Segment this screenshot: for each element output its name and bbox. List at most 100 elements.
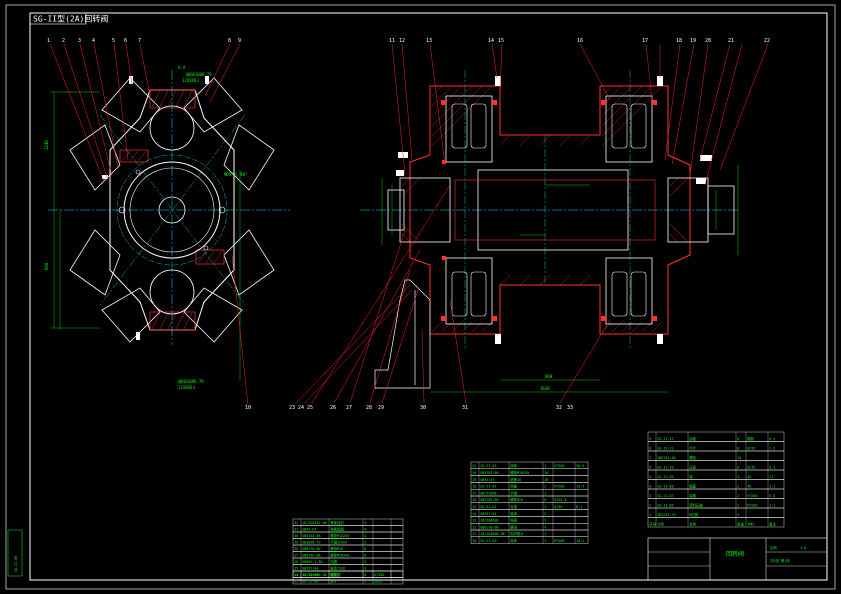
bom-mid-cell: 毡圈 [510, 518, 517, 523]
title-block-sheet: 共1张 第1张 [770, 558, 790, 563]
bom-left-cell: 25 [294, 566, 298, 570]
bom-right-cell: 刮板 [689, 436, 696, 441]
note-bottom-2: 12X8X63 [178, 385, 195, 390]
bom-mid-cell: 1 [544, 491, 546, 495]
bom-right-cell: 21 [769, 475, 773, 479]
bom-right-cell: 8 [649, 446, 651, 450]
bom-right-cell: SG-II-08 [657, 484, 673, 488]
bom-right-cell: 2 [737, 494, 739, 498]
bom-mid-cell: 侧盖 [510, 484, 517, 489]
bom-right-h-cell: 代号 [657, 521, 664, 526]
bom-right-cell: SG-II-09 [657, 475, 673, 479]
bom-right-cell: SG-II-07 [657, 494, 673, 498]
svg-text:6: 6 [124, 38, 127, 44]
bom-right-h-cell: 序号 [649, 521, 656, 526]
bom-right-cell: 填料压盖 [689, 502, 703, 507]
bom-mid-cell: JB/ZQ4606 [480, 519, 498, 523]
bom-mid-cell: 12 [472, 525, 476, 529]
bom-right-cell: 7 [649, 456, 651, 460]
svg-text:11: 11 [389, 38, 395, 44]
bom-left-b-cell: 转子 [330, 578, 337, 583]
bom-mid-cell: 16 [544, 478, 548, 482]
bom-mid-cell: SG-II-02 [480, 485, 496, 489]
bom-mid-cell: SG-II-03 [480, 464, 496, 468]
bom-left-cell: 1 [364, 521, 366, 525]
svg-text:30: 30 [420, 405, 426, 411]
bom-left-cell: 4 [364, 534, 366, 538]
bom-left-cell: 2 [364, 566, 366, 570]
bom-right-cell: HT200 [747, 503, 757, 507]
table-row [292, 577, 404, 585]
bom-left-cell: 螺母M16 [330, 546, 343, 551]
bom-right-cell: SG-II-06 [657, 503, 673, 507]
outer-border [5, 4, 836, 590]
bom-left-b-cell: JB/ZQ4606-86 [302, 573, 327, 577]
bom-mid-cell: GB5782-86 [480, 498, 498, 502]
bom-mid-cell: 1 [544, 505, 546, 509]
bom-right-cell: 45 [747, 484, 751, 488]
bom-mid-cell: 18 [472, 485, 476, 489]
bom-mid-cell: 16 [544, 471, 548, 475]
bom-mid-b-cell: HT200 [554, 539, 564, 543]
svg-text:17: 17 [642, 38, 648, 44]
bom-mid-b-cell: 密封垫片 [510, 531, 524, 536]
bom-right-cell: 3 [649, 494, 651, 498]
bom-left-cell: 29 [294, 540, 298, 544]
bom-right-cell: SG-II-10 [657, 465, 673, 469]
bom-left-b-cell: 1 [364, 579, 366, 583]
bom-right-cell: 8 [737, 465, 739, 469]
bom-mid-b-cell: 壳体 [510, 538, 517, 543]
bom-mid-b-cell: 10 [472, 539, 476, 543]
bom-left-cell: GB5783-86 [302, 534, 320, 538]
svg-text:2: 2 [62, 38, 65, 44]
bom-mid-cell: 螺栓M10X30 [510, 470, 529, 475]
bom-mid-b-cell: 1 [544, 532, 546, 536]
bom-mid-cell: 2 [544, 512, 546, 516]
bom-left-b-cell: ZG35 [374, 579, 382, 583]
bom-mid-cell: 支架 [510, 504, 517, 509]
svg-text:5: 5 [112, 38, 115, 44]
bom-mid-cell: 20 [472, 471, 476, 475]
bom-mid-cell: 2 [544, 519, 546, 523]
svg-text:15: 15 [498, 38, 504, 44]
bom-mid-cell: GB5783-86 [480, 471, 498, 475]
svg-text:19: 19 [690, 38, 696, 44]
bom-left-cell: 32 [294, 521, 298, 525]
bom-right-cell: 0.5 [769, 437, 775, 441]
bom-right-h-cell: 名称 [689, 521, 696, 526]
bom-left-cell: 端盖 [330, 572, 337, 577]
bom-left-b-cell: 密封圈 [330, 572, 341, 577]
bom-right-cell: 5 [649, 475, 651, 479]
bom-mid-cell: 平键 [510, 490, 517, 495]
bom-mid-cell: HT200 [554, 485, 564, 489]
bom-left-cell: 螺栓M12X35 [330, 533, 349, 538]
dim-inner: 860 [545, 374, 553, 379]
note-top-label: A-A [178, 65, 186, 70]
bom-right-cell: 1.2 [769, 503, 775, 507]
bom-left-cell: GB894.1-86 [302, 560, 322, 564]
bom-mid-cell: 21 [472, 464, 476, 468]
bom-left-b-cell: 2 [364, 573, 366, 577]
title-block-scale-label: 比例 [770, 545, 777, 550]
bom-right-cell: 1 [737, 475, 739, 479]
side-stamp: SG-II-00 [7, 529, 23, 577]
bom-left-cell: 1 [364, 573, 366, 577]
bom-right-cell: 8 [737, 437, 739, 441]
bom-mid-cell: 6 [544, 498, 546, 502]
bom-mid-cell: 阀体 [510, 463, 517, 468]
bom-left-cell: 28 [294, 547, 298, 551]
bom-mid-cell: 4 [544, 525, 546, 529]
bom-right-h-cell: 数量 [737, 521, 744, 526]
bom-right-cell: 2 [737, 503, 739, 507]
right-section-view: 1630 860 [289, 38, 770, 411]
bom-mid-cell: GB/T1096 [480, 491, 496, 495]
left-callout-bottom: 10 [245, 405, 251, 411]
note-top-2: 12X8X63 [182, 78, 199, 83]
bom-mid-cell: 15 [472, 505, 476, 509]
bom-mid-cell: 17 [472, 491, 476, 495]
svg-text:680: 680 [44, 262, 49, 270]
bom-left-cell: 平键12X63 [330, 539, 347, 544]
title-block-name: 回转阀 [726, 550, 744, 558]
bom-right-cell: O形圈 [689, 512, 698, 517]
